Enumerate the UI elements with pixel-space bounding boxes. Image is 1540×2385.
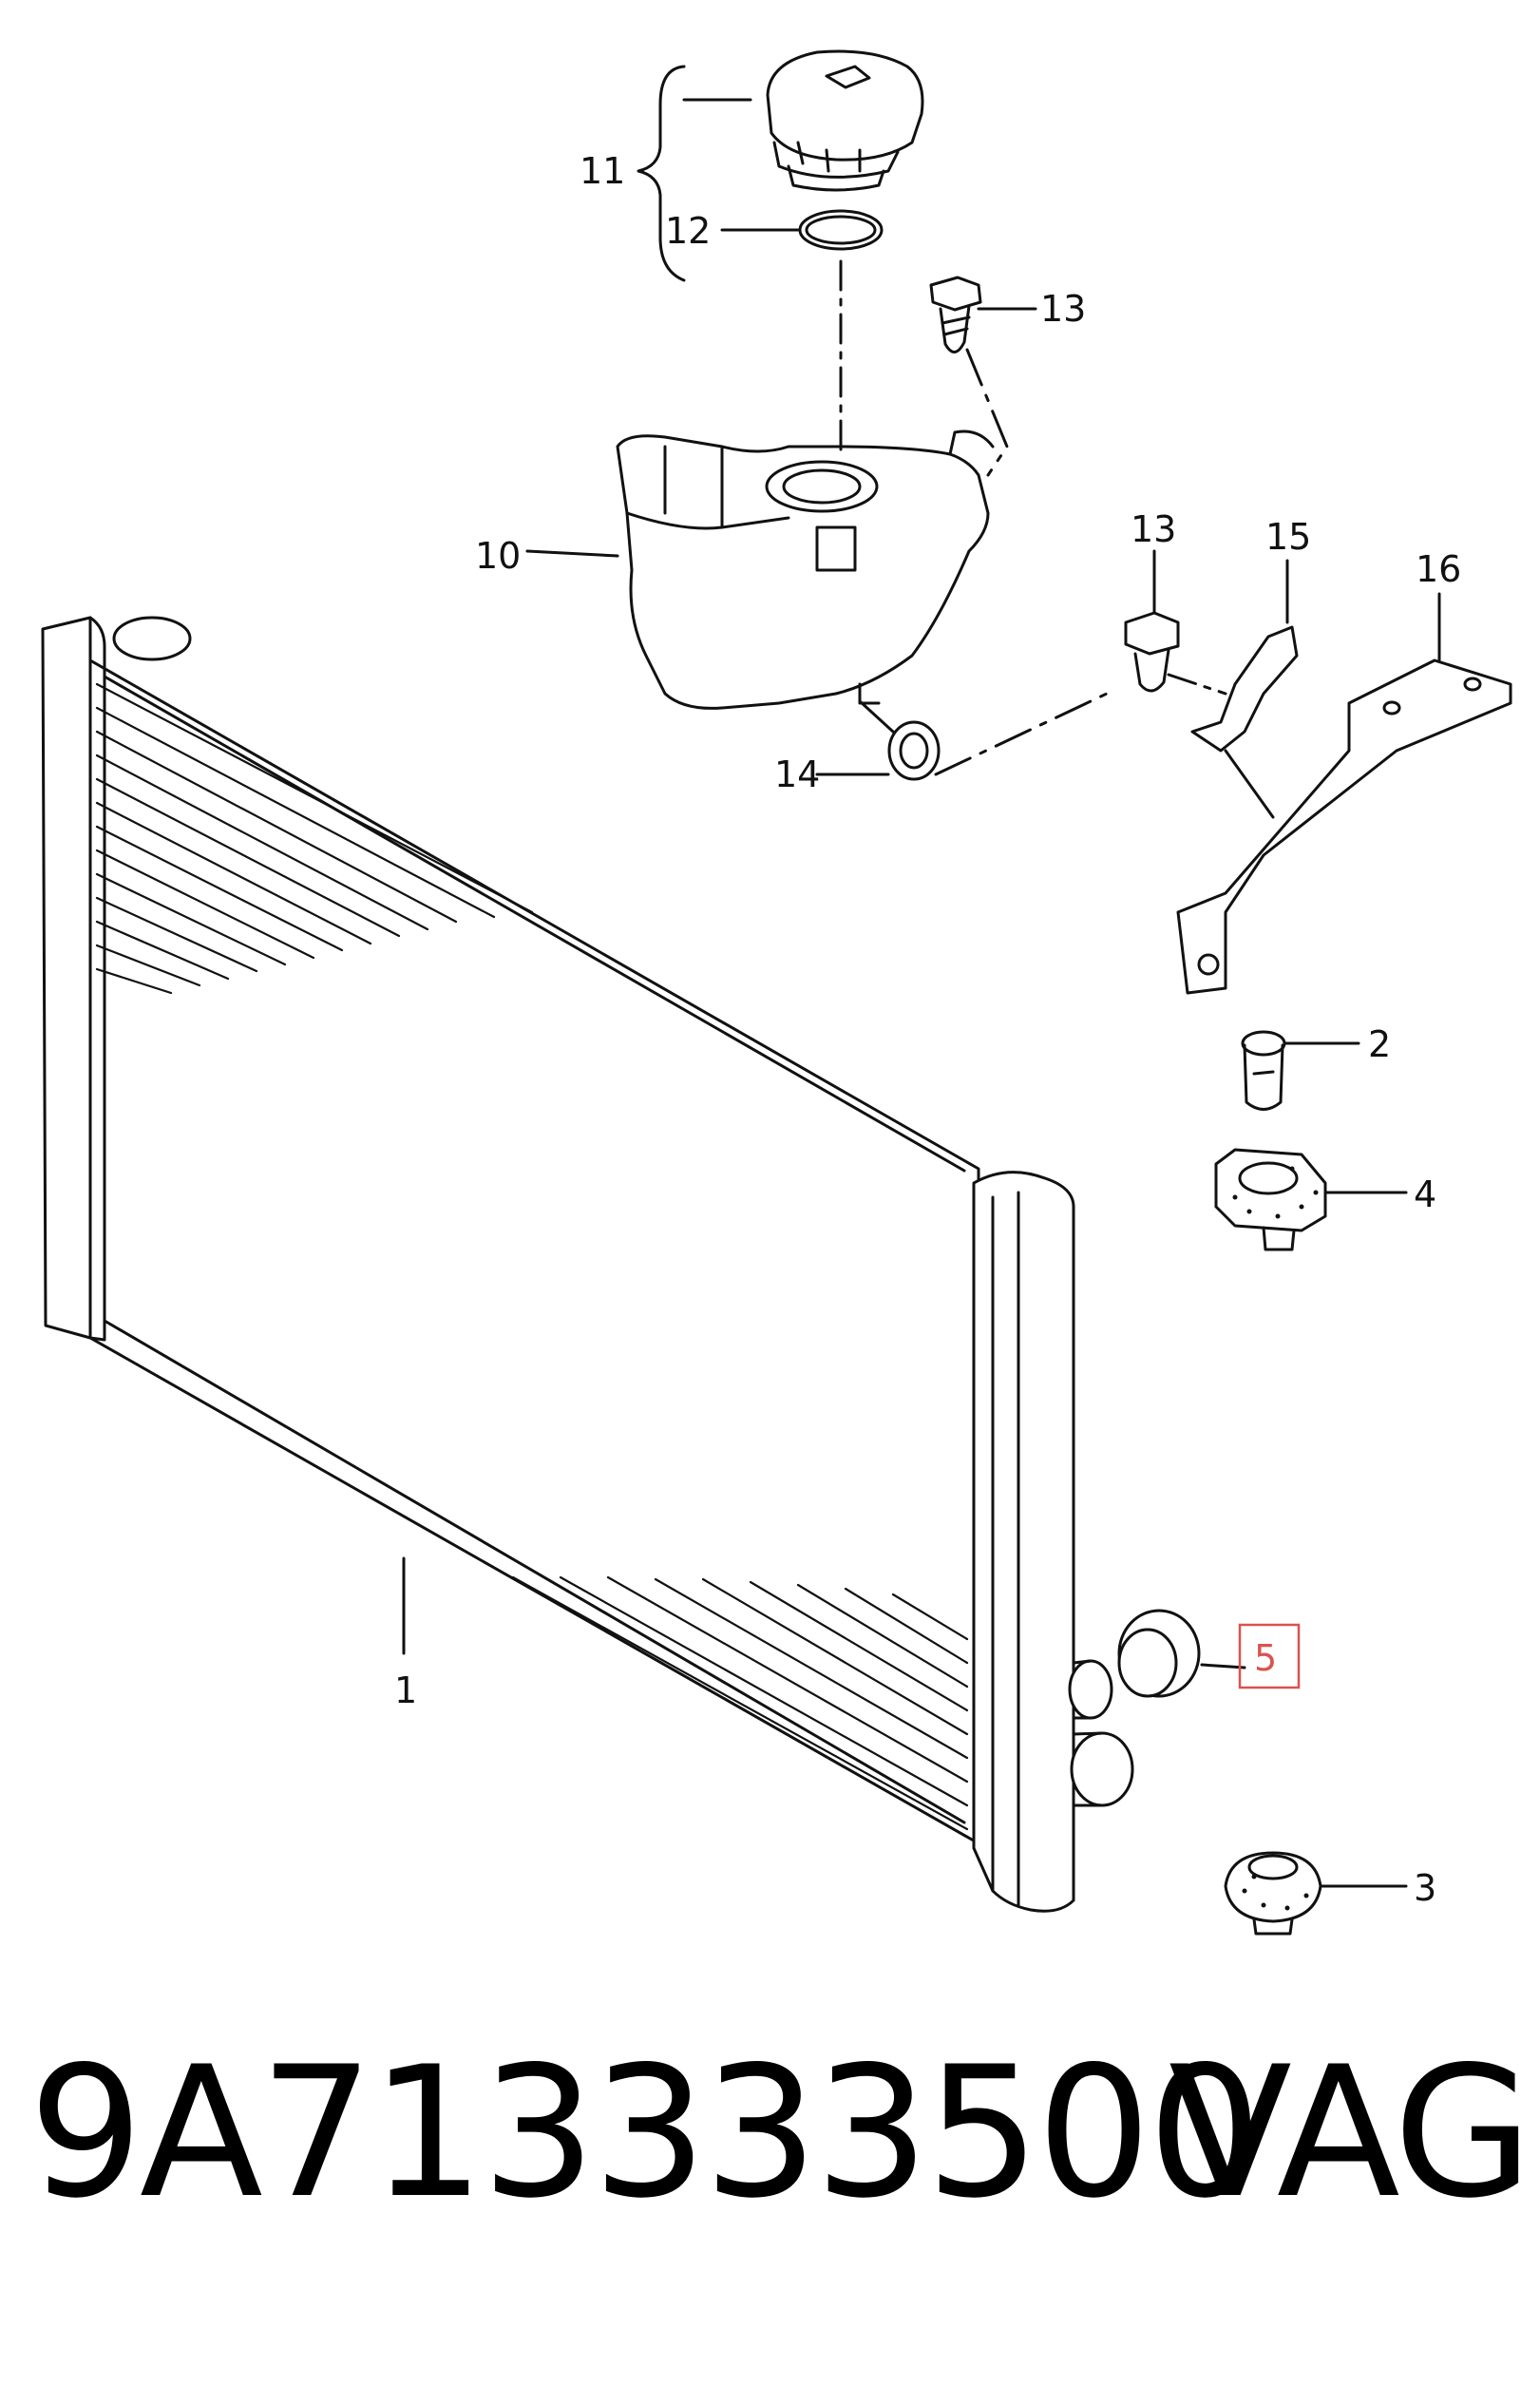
callout-13-right: 13 xyxy=(1131,508,1176,550)
pin-2 xyxy=(1241,1030,1360,1111)
callout-3: 3 xyxy=(1414,1867,1436,1909)
callout-13-top: 13 xyxy=(1040,288,1086,330)
parts-exploded-diagram: 1 2 3 4 5 10 11 12 13 13 14 15 16 xyxy=(41,49,1512,1936)
callout-16: 16 xyxy=(1416,548,1461,590)
callout-14: 14 xyxy=(774,754,820,795)
expansion-tank xyxy=(525,429,995,710)
callout-12: 12 xyxy=(665,210,711,252)
filler-cap xyxy=(766,49,924,192)
callout-2: 2 xyxy=(1368,1023,1391,1065)
radiator xyxy=(41,616,1134,1913)
rubber-bush-3 xyxy=(1224,1851,1408,1936)
bracket-15 xyxy=(1190,559,1299,819)
brand-name: VAG xyxy=(1169,2028,1533,2238)
plug-14 xyxy=(815,692,1109,781)
o-ring xyxy=(798,209,884,251)
support-arm-16 xyxy=(1176,592,1512,995)
bolt-13-top xyxy=(929,276,1037,477)
bolt-13-right xyxy=(1124,549,1227,696)
rubber-mount-4 xyxy=(1214,1148,1408,1251)
callout-10: 10 xyxy=(475,535,521,577)
callout-1: 1 xyxy=(394,1670,417,1711)
part-number: 9A713333500 xyxy=(29,2028,1263,2238)
grommet-5 xyxy=(1117,1609,1246,1698)
callout-5-highlight xyxy=(1238,1623,1301,1689)
callout-5: 5 xyxy=(1254,1637,1277,1679)
callout-11: 11 xyxy=(580,150,625,192)
callout-15: 15 xyxy=(1265,516,1311,558)
callout-4: 4 xyxy=(1414,1173,1436,1215)
